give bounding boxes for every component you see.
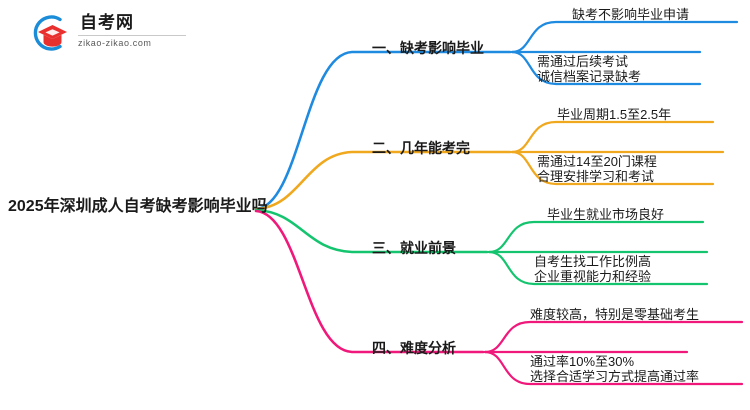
leaf-node-3-2[interactable]: 自考生找工作比例高 bbox=[534, 254, 652, 269]
leaf-node-4-2[interactable]: 通过率10%至30% bbox=[530, 354, 635, 369]
branch-node-2[interactable]: 二、几年能考完 bbox=[372, 140, 470, 156]
leaf-node-4-3[interactable]: 选择合适学习方式提高通过率 bbox=[530, 369, 700, 384]
logo-domain: zikao-zikao.com bbox=[78, 38, 152, 48]
site-logo: 自考网 zikao-zikao.com bbox=[30, 10, 190, 56]
logo-text-block: 自考网 zikao-zikao.com bbox=[78, 12, 190, 54]
branch-node-4[interactable]: 四、难度分析 bbox=[372, 340, 456, 356]
mindmap-root-node[interactable]: 2025年深圳成人自考缺考影响毕业吗 bbox=[8, 198, 268, 215]
branch-node-1[interactable]: 一、缺考影响毕业 bbox=[372, 40, 484, 56]
leaf-node-1-3[interactable]: 诚信档案记录缺考 bbox=[537, 69, 642, 84]
graduation-cap-logo-icon bbox=[33, 15, 67, 51]
leaf-node-3-1[interactable]: 毕业生就业市场良好 bbox=[547, 207, 665, 222]
leaf-node-2-2[interactable]: 需通过14至20门课程 bbox=[537, 154, 657, 169]
leaf-node-3-3[interactable]: 企业重视能力和经验 bbox=[534, 269, 652, 284]
leaf-node-1-2[interactable]: 需通过后续考试 bbox=[537, 54, 629, 69]
logo-divider bbox=[78, 35, 186, 36]
logo-title: 自考网 bbox=[80, 13, 134, 32]
leaf-node-4-1[interactable]: 难度较高，特别是零基础考生 bbox=[530, 307, 700, 322]
branch-node-3[interactable]: 三、就业前景 bbox=[372, 240, 456, 256]
leaf-node-1-1[interactable]: 缺考不影响毕业申请 bbox=[572, 7, 690, 22]
leaf-node-2-1[interactable]: 毕业周期1.5至2.5年 bbox=[557, 107, 672, 122]
leaf-node-2-3[interactable]: 合理安排学习和考试 bbox=[537, 169, 655, 184]
